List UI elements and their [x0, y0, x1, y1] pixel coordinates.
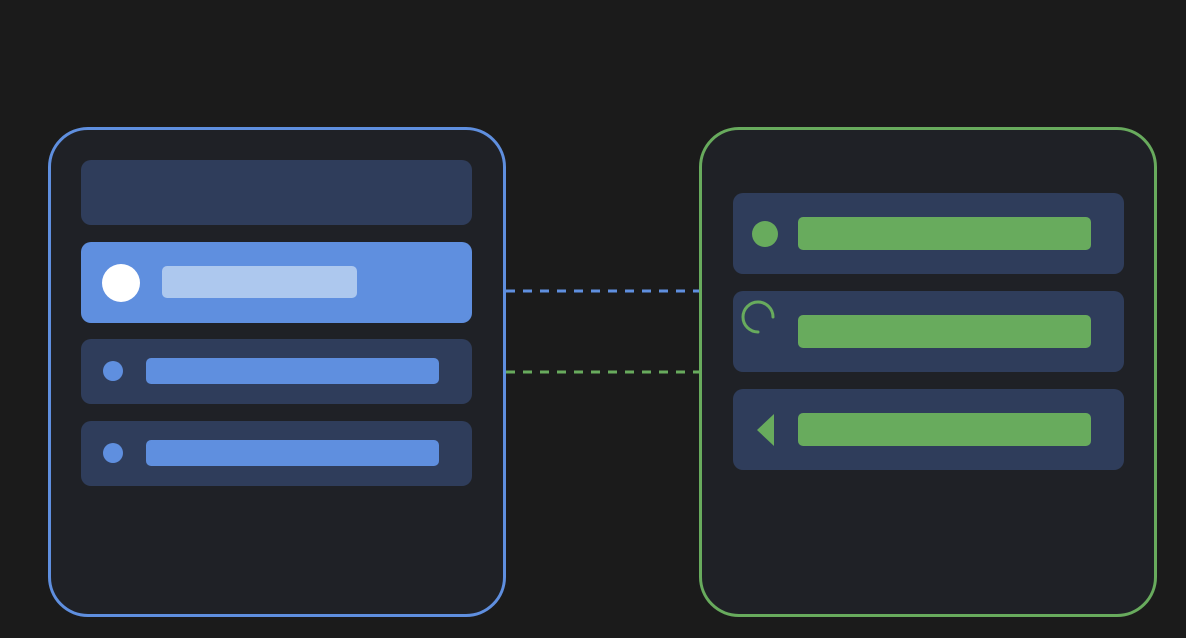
- row-label-placeholder: [146, 440, 439, 466]
- dot-icon: [103, 443, 123, 463]
- back-arrow-icon: [757, 414, 774, 446]
- row-label-placeholder: [146, 358, 439, 384]
- selected-row-label-placeholder: [162, 266, 357, 298]
- row-label-placeholder: [798, 315, 1091, 348]
- row-label-placeholder: [798, 217, 1091, 250]
- row-label-placeholder: [798, 413, 1091, 446]
- left-header-placeholder: [81, 160, 472, 225]
- left-list-panel: [48, 127, 506, 617]
- left-row-1[interactable]: [81, 339, 472, 404]
- left-row-2[interactable]: [81, 421, 472, 486]
- right-row-1[interactable]: [733, 193, 1124, 274]
- right-row-3[interactable]: [733, 389, 1124, 470]
- dot-icon: [752, 221, 778, 247]
- spinner-icon: [741, 300, 775, 334]
- right-row-2[interactable]: [733, 291, 1124, 372]
- right-list-panel: [699, 127, 1157, 617]
- circle-icon: [102, 264, 140, 302]
- dot-icon: [103, 361, 123, 381]
- left-selected-row[interactable]: [81, 242, 472, 323]
